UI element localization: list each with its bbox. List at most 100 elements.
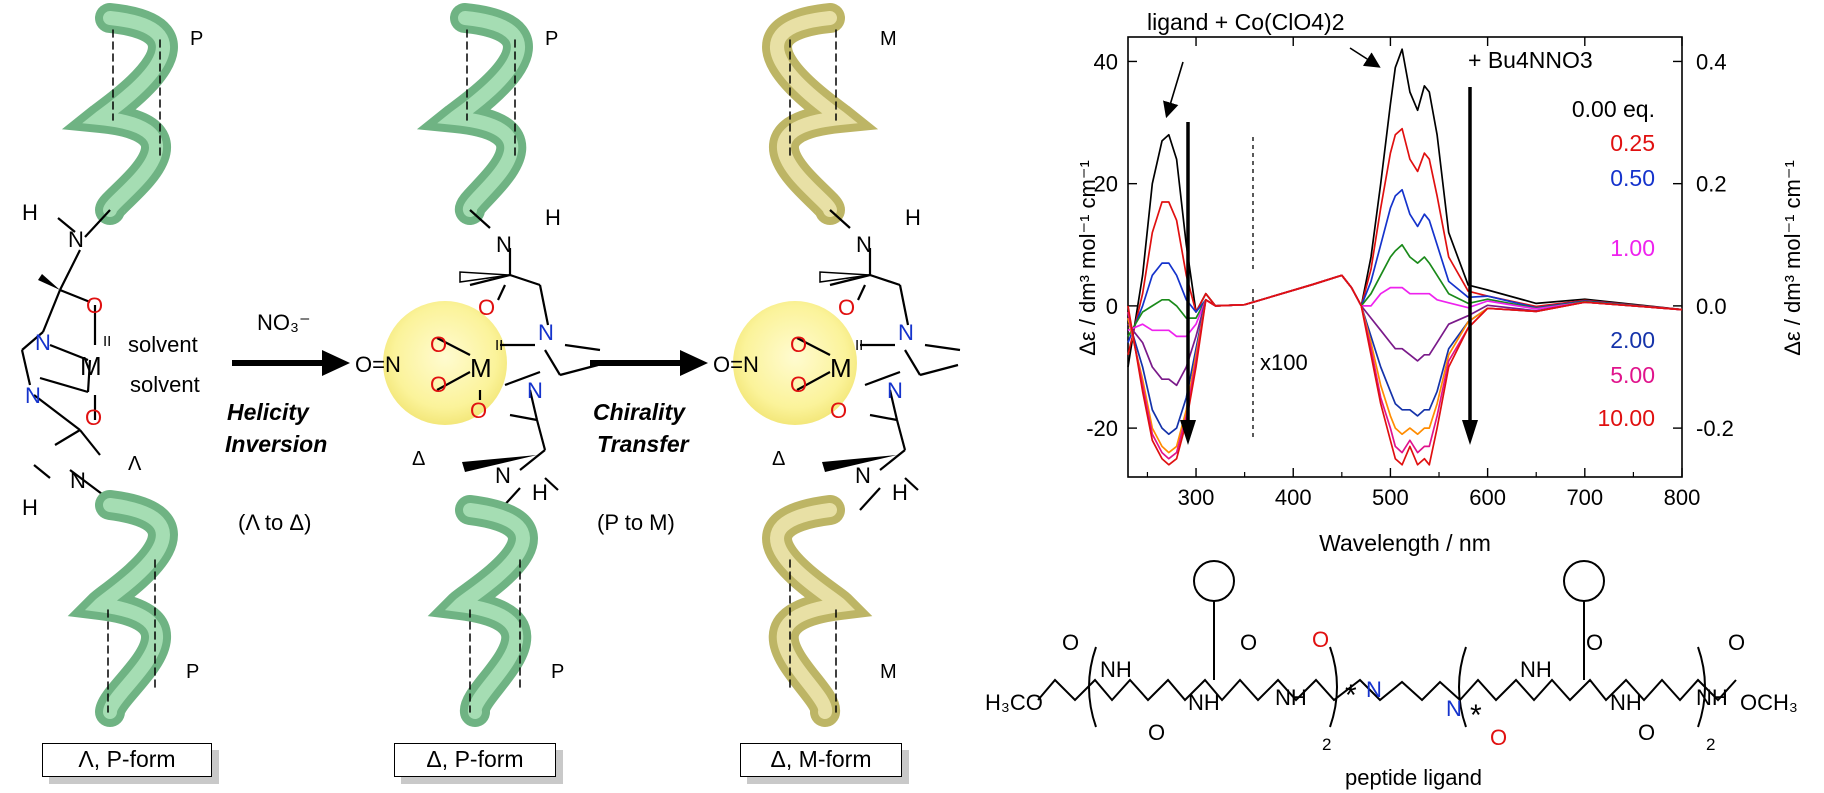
- oxidation-state: II: [855, 337, 863, 354]
- helix-bottom-1: [67, 490, 178, 727]
- step-1: NO₃⁻ Helicity Inversion (Λ to Δ): [225, 310, 350, 535]
- amide-nh: NH: [1188, 690, 1220, 715]
- helix-bottom-2: [427, 495, 538, 727]
- legend-entry: 5.00: [1610, 362, 1655, 388]
- panel-2: P H N O N O=N: [355, 3, 601, 727]
- atom-N: N: [495, 463, 511, 488]
- panel-1: P H N O N M II solvent solvent: [20, 3, 203, 727]
- y-tick-label-right: 0.0: [1696, 294, 1727, 319]
- atom-O: O: [790, 332, 807, 357]
- y-tick-label-right: -0.2: [1696, 416, 1734, 441]
- atom-H: H: [22, 200, 38, 225]
- trend-arrowhead: [1180, 420, 1196, 445]
- atom-O: O: [838, 295, 855, 320]
- y-tick-label-left: 20: [1094, 172, 1118, 197]
- amide-nh: NH: [1520, 657, 1552, 682]
- spectrum-line: [1127, 48, 1683, 368]
- step-2: Chirality Transfer (P to M): [590, 350, 708, 535]
- stereo-center: *: [1470, 699, 1482, 732]
- right-terminal-group: OCH₃: [1740, 690, 1798, 715]
- atom-N: N: [70, 468, 86, 493]
- atom-H: H: [22, 495, 38, 520]
- legend-entry: 1.00: [1610, 235, 1655, 261]
- spectrum-line: [1127, 274, 1683, 338]
- helix-label: P: [186, 661, 199, 683]
- legend-entry: 0.25: [1610, 130, 1655, 156]
- spectrum-line: [1127, 274, 1683, 387]
- y-tick-label-left: -20: [1086, 416, 1118, 441]
- metal-config: Λ: [128, 453, 142, 475]
- solvent-label: solvent: [130, 372, 200, 397]
- spectrum-line: [1127, 188, 1683, 343]
- y-tick-label-right: 0.4: [1696, 49, 1727, 74]
- metal-M: M: [80, 351, 102, 381]
- spectrum-line: [1127, 127, 1683, 355]
- spectrum-line: [1127, 274, 1683, 436]
- legend-entry: 10.00: [1597, 405, 1655, 431]
- step-subtitle: (P to M): [597, 510, 675, 535]
- x-tick-label: 800: [1664, 485, 1701, 510]
- caption-panel-3: Δ, M-form: [740, 743, 902, 777]
- metal-M: M: [470, 353, 492, 383]
- atom-O: O: [1148, 720, 1165, 745]
- bracket-open: [1088, 646, 1097, 728]
- atom-H: H: [892, 480, 908, 505]
- helix-highlight: [82, 11, 170, 217]
- atom-N: N: [887, 378, 903, 403]
- step-title: Inversion: [225, 431, 327, 457]
- atom-N: N: [898, 320, 914, 345]
- y-tick-label-right: 0.2: [1696, 172, 1727, 197]
- spectrum-series: [1127, 48, 1683, 466]
- helix-top-3: [762, 3, 879, 225]
- x-tick-label: 300: [1178, 485, 1215, 510]
- spectrum-line: [1127, 274, 1683, 454]
- helix-top-2: [416, 3, 533, 225]
- bracket-open: [1458, 646, 1467, 728]
- spectrum-line: [1127, 274, 1683, 460]
- metal-glow: [733, 301, 857, 425]
- amide-nh: NH: [1275, 685, 1307, 710]
- atom-N: N: [538, 320, 554, 345]
- wedge-bond: [462, 455, 537, 472]
- helix-top-1: [61, 3, 178, 225]
- x-tick-label: 700: [1566, 485, 1603, 510]
- atom-N: N: [855, 463, 871, 488]
- legend-entry: 0.00 eq.: [1572, 96, 1655, 122]
- annotation-arrow: [1163, 61, 1184, 119]
- solvent-label: solvent: [128, 332, 198, 357]
- panel-3: M H N O N O=N O: [713, 3, 961, 727]
- atom-O: O: [1240, 630, 1257, 655]
- metal-config: Δ: [412, 448, 425, 470]
- annotation-arrow: [1349, 47, 1381, 68]
- oxidation-state: II: [103, 333, 111, 350]
- peptide-labels: H₃CO 2 2 * * N N O O O O O O O O NH NH N…: [985, 627, 1798, 790]
- helix-bottom-3: [762, 495, 873, 727]
- left-terminal-group: H₃CO: [985, 690, 1043, 715]
- hash-wedge: [819, 271, 871, 283]
- y-tick-label-left: 0: [1106, 294, 1118, 319]
- atom-O: O: [1586, 630, 1603, 655]
- ligand-skeleton-1: [20, 209, 111, 501]
- atom-O: O: [85, 405, 102, 430]
- x-axis-label: Wavelength / nm: [1319, 530, 1491, 556]
- atom-O: O: [430, 332, 447, 357]
- phenyl-ring-left: [1193, 560, 1235, 602]
- step-subtitle: (Λ to Δ): [238, 510, 311, 535]
- atom-O: O: [1312, 627, 1329, 652]
- atom-O: O: [430, 372, 447, 397]
- phenyl-ring-right: [1563, 560, 1605, 602]
- stereo-center: *: [1345, 679, 1357, 712]
- plot-frame: [1127, 36, 1683, 478]
- caption-panel-2: Δ, P-form: [394, 743, 556, 777]
- atom-N: N: [25, 383, 41, 408]
- annotation-ligand-cocl: ligand + Co(ClO4)2: [1147, 9, 1345, 35]
- atom-N: N: [856, 232, 872, 257]
- y-axis-label-left: Δε / dm³ mol⁻¹ cm⁻¹: [1075, 160, 1100, 356]
- helix-label: P: [551, 661, 564, 683]
- atom-O: O: [830, 398, 847, 423]
- wedge-bond: [38, 274, 60, 290]
- atom-O: O: [1638, 720, 1655, 745]
